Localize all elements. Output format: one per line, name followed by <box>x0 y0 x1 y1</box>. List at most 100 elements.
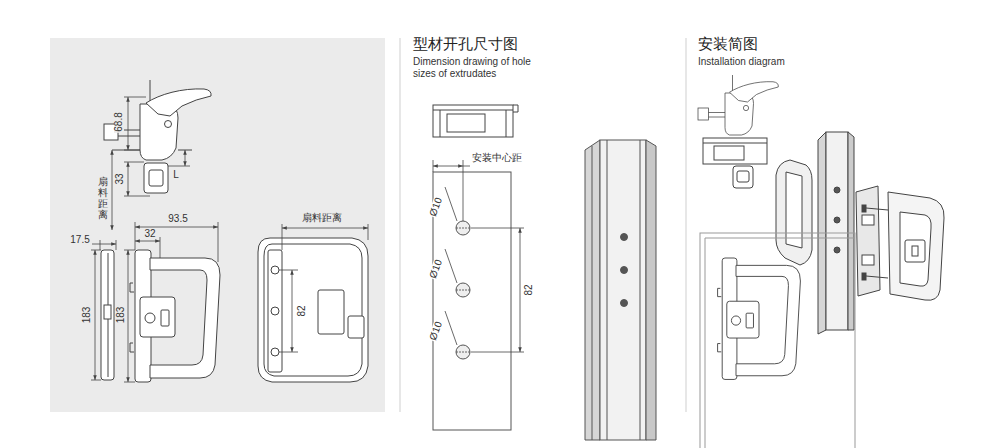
dimension-line <box>279 270 298 271</box>
exploded-parts <box>826 132 848 330</box>
dimension-line <box>433 166 463 167</box>
handle-rear-view <box>271 348 279 356</box>
install-side-view <box>714 146 744 160</box>
mounted-handle <box>718 258 801 379</box>
extrusion-profile <box>646 140 656 440</box>
handle-rear-view <box>264 244 362 376</box>
exploded-parts <box>776 160 812 265</box>
exploded-parts <box>888 192 944 300</box>
dimension-line <box>128 250 129 382</box>
dimension-line <box>91 222 218 382</box>
handle-front-view <box>130 283 134 292</box>
lock-box <box>112 150 192 193</box>
exploded-parts <box>900 212 931 286</box>
dimension-line <box>124 150 140 151</box>
dimension-line <box>128 162 129 196</box>
plate-profile <box>101 250 114 380</box>
extrusion-profile <box>621 300 628 307</box>
handle-front-view <box>145 313 155 323</box>
install-side-view <box>737 171 749 182</box>
extrusion-profile <box>592 146 593 440</box>
door-frame <box>705 238 706 448</box>
profile-section <box>433 105 513 137</box>
lock-box <box>149 170 163 186</box>
profile-section <box>506 110 507 137</box>
exploded-parts <box>866 208 888 210</box>
dimension-line <box>135 222 136 250</box>
panel-ground <box>50 38 385 412</box>
handle-side-view <box>146 89 211 116</box>
profile-section <box>433 105 518 137</box>
handle-front-view <box>130 250 220 382</box>
exploded-parts <box>905 240 925 262</box>
plate-profile <box>101 250 114 380</box>
dimension-line <box>292 270 293 352</box>
dimension-line <box>160 237 161 258</box>
lock-box <box>112 150 140 151</box>
handle-rear-view <box>348 316 364 338</box>
dimension-label: 扇料距离 <box>98 176 108 220</box>
extrusion-profile <box>621 267 628 274</box>
handle-rear-view <box>318 290 344 334</box>
handle-rear-view <box>271 307 279 315</box>
hole-plate <box>456 221 470 235</box>
dimension-line <box>520 228 521 352</box>
dimension-label: 68.8 <box>114 111 124 132</box>
dimension-line <box>135 241 160 242</box>
exploded-parts <box>856 186 880 296</box>
door-frame <box>700 233 855 448</box>
dimension-line <box>471 352 524 353</box>
dimension-line <box>445 187 457 221</box>
dimension-label: 33 <box>115 172 125 185</box>
dimension-line <box>185 150 186 166</box>
mounted-handle <box>718 258 801 379</box>
extrusion-profile <box>607 140 608 440</box>
dimension-line <box>95 250 96 380</box>
dimension-line <box>116 240 117 250</box>
dimension-line <box>124 250 135 251</box>
divider-line <box>686 38 687 412</box>
exploded-parts <box>862 255 874 265</box>
lock-box <box>144 163 168 193</box>
dimension-line <box>279 352 298 353</box>
section-title: 安装简图 <box>697 37 759 52</box>
hole-plate <box>456 345 470 359</box>
extrusion-profile <box>585 140 656 440</box>
dimension-line <box>471 228 524 229</box>
section-subtitle: Dimension drawing of hole sizes of extru… <box>412 56 554 79</box>
handle-front-view <box>150 258 220 378</box>
install-side-view <box>703 138 767 164</box>
hole-diameter: Ø10 <box>428 195 445 218</box>
dimension-label: L <box>172 170 180 180</box>
install-side-view <box>703 143 767 144</box>
exploded-parts <box>912 246 918 256</box>
dimension-line <box>135 227 218 228</box>
hole-diameter: Ø10 <box>428 319 445 342</box>
dimension-line <box>100 240 101 250</box>
exploded-parts <box>862 273 866 280</box>
extrusion-profile <box>600 140 646 440</box>
exploded-parts <box>848 132 854 330</box>
dimension-label: 82 <box>524 283 534 296</box>
exploded-parts <box>834 187 840 193</box>
dimension-line <box>112 97 190 230</box>
plate-profile <box>104 305 111 319</box>
divider-line <box>400 38 401 412</box>
handle-side-view <box>165 121 172 128</box>
dimension-line <box>279 224 368 352</box>
handle-front-view <box>140 297 175 337</box>
dimension-line <box>91 250 101 251</box>
dimension-line <box>433 160 524 352</box>
dimension-label: 扇料距离 <box>301 213 343 223</box>
dimension-label: 17.5 <box>69 235 90 245</box>
handle-side-view <box>118 136 140 137</box>
exploded-parts <box>834 217 840 223</box>
dimension-line <box>445 311 457 345</box>
dimension-label: 93.5 <box>167 214 188 224</box>
dimension-label: 32 <box>143 229 156 239</box>
dimension-line <box>456 290 470 291</box>
panel-ground <box>50 38 385 412</box>
exploded-parts <box>834 247 840 253</box>
exploded-parts <box>786 172 802 248</box>
